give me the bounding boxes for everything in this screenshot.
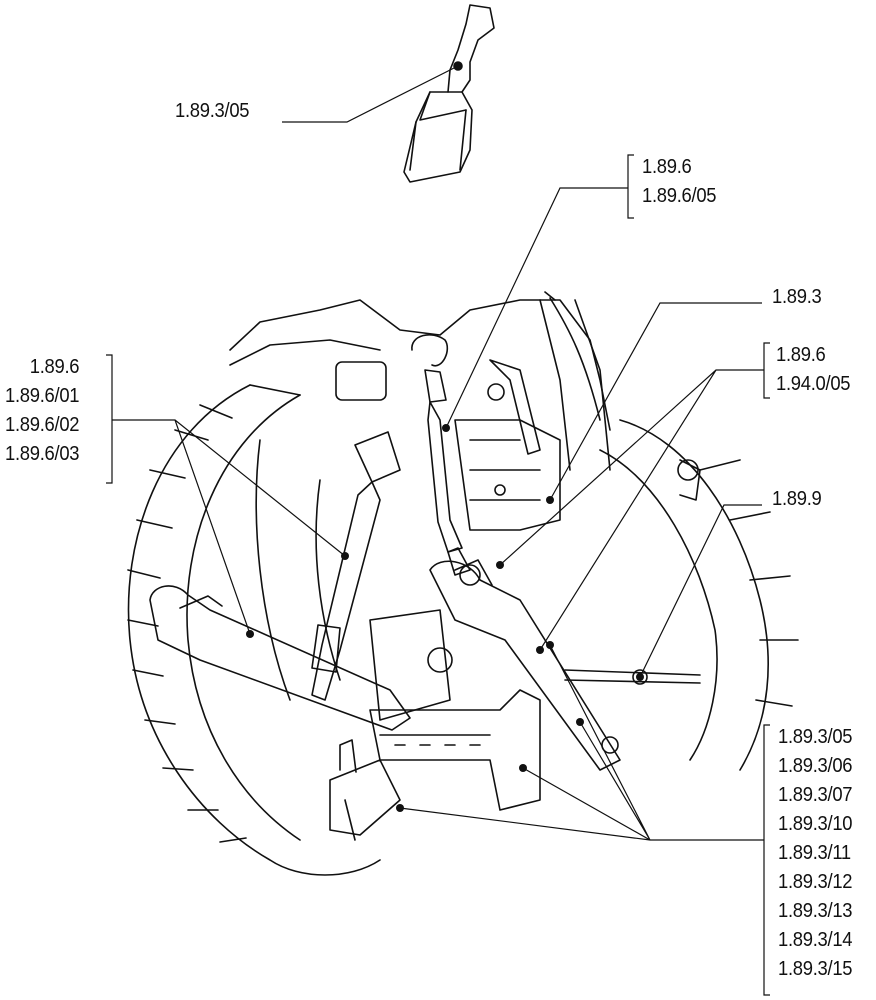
callout-control: 1.89.9 xyxy=(772,488,822,510)
callout-lower-links-5: 1.89.3/11 xyxy=(778,842,851,864)
callout-lower-links-4: 1.89.3/10 xyxy=(778,813,853,835)
callout-lower-links-1: 1.89.3/05 xyxy=(778,726,853,748)
lower-link-left xyxy=(149,585,411,731)
leader-lines xyxy=(106,65,770,996)
callout-frame: 1.89.3 xyxy=(772,286,822,308)
lower-link-right xyxy=(429,559,621,771)
callout-lower-links-7: 1.89.3/13 xyxy=(778,900,853,922)
detached-hook-part xyxy=(403,4,495,183)
callout-lower-links: 1.89.3/05 1.89.3/06 1.89.3/07 1.89.3/10 … xyxy=(778,724,853,985)
rear-tyre xyxy=(127,384,381,876)
callout-lower-links-3: 1.89.3/07 xyxy=(778,784,853,806)
callout-lower-links-8: 1.89.3/14 xyxy=(778,929,853,951)
callout-lift-rods: 1.89.6 1.89.6/01 1.89.6/02 1.89.6/03 xyxy=(4,354,80,470)
cab-frame xyxy=(229,291,611,471)
callout-lower-links-9: 1.89.3/15 xyxy=(778,958,853,980)
callout-lower-links-6: 1.89.3/12 xyxy=(778,871,853,893)
callout-detached-part: 1.89.3/05 xyxy=(175,100,250,122)
callout-lower-links-2: 1.89.3/06 xyxy=(778,755,853,777)
callout-top-link: 1.89.6 1.89.6/05 xyxy=(642,154,717,212)
leader-dots xyxy=(246,62,644,812)
callout-stabiliser-2: 1.94.0/05 xyxy=(776,373,851,395)
top-link xyxy=(411,334,471,576)
callout-top-link-1: 1.89.6 xyxy=(642,156,692,178)
drawbar-frame xyxy=(329,609,541,841)
hydraulic-valve-block xyxy=(454,359,561,531)
callout-stabiliser-1: 1.89.6 xyxy=(776,344,826,366)
control-rod xyxy=(564,459,701,685)
callout-lift-rods-4: 1.89.6/03 xyxy=(5,443,80,465)
callout-lift-rods-3: 1.89.6/02 xyxy=(5,414,80,436)
callout-lift-rods-2: 1.89.6/01 xyxy=(5,385,80,407)
left-lift-rod xyxy=(311,431,401,701)
callout-stabiliser: 1.89.6 1.94.0/05 xyxy=(776,342,851,400)
pins xyxy=(427,564,619,754)
callout-lift-rods-1: 1.89.6 xyxy=(29,356,80,378)
callout-top-link-2: 1.89.6/05 xyxy=(642,185,717,207)
